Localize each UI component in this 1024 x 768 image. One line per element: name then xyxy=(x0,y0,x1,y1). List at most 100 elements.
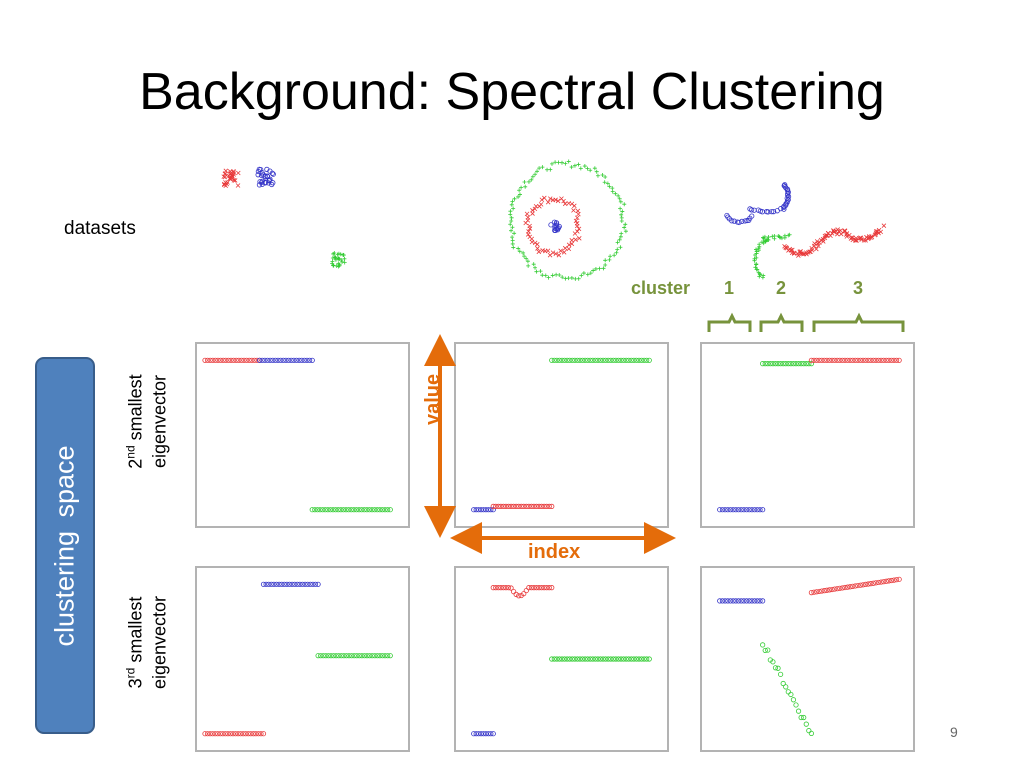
eigen-point-blue xyxy=(738,507,744,513)
ring-point-green xyxy=(523,184,528,189)
eigen-point-green xyxy=(554,357,560,363)
ring-point-red xyxy=(553,251,559,257)
eigen-point-green xyxy=(325,653,332,659)
eigen-point-blue xyxy=(292,581,298,587)
ring-point-green xyxy=(548,167,553,172)
ring-point-red xyxy=(574,215,580,221)
blob-point-green xyxy=(340,259,345,264)
eigen-point-red xyxy=(225,731,231,737)
eigen-point-green xyxy=(587,357,593,363)
eigen-point-blue xyxy=(733,598,739,604)
eigen-point-blue xyxy=(480,731,487,737)
ring-point-green xyxy=(517,192,522,197)
ring-point-green xyxy=(508,209,513,214)
eigen-point-green xyxy=(356,653,362,659)
eigen-point-blue xyxy=(760,507,766,513)
eigen-point-red xyxy=(215,357,221,363)
eigen-point-green xyxy=(600,357,606,363)
eigen-point-red xyxy=(852,357,858,363)
ring-point-green xyxy=(526,179,531,184)
eigen-point-blue xyxy=(735,598,742,604)
eigen-point-red xyxy=(538,585,545,591)
ring-point-green xyxy=(597,266,602,271)
eigen-point-green xyxy=(628,357,634,363)
eigen-point-blue xyxy=(279,581,285,587)
blob-point-blue xyxy=(258,172,265,178)
eigen-point-blue xyxy=(722,507,728,513)
ring-point-red xyxy=(536,249,542,255)
ring-point-green xyxy=(602,180,607,185)
eigen-point-red xyxy=(829,357,835,363)
ring-point-green xyxy=(618,245,623,250)
blob-point-red xyxy=(223,168,229,174)
eigen-point-red xyxy=(816,588,822,595)
eigen-point-green xyxy=(631,656,637,662)
eigen-point-green xyxy=(592,656,598,662)
eigen-point-red xyxy=(829,586,835,593)
eigen-point-red xyxy=(821,357,827,363)
eigen-point-red xyxy=(878,357,884,363)
eigen-point-blue xyxy=(260,581,267,587)
blob-point-green xyxy=(331,263,336,268)
eigen-point-blue xyxy=(270,357,276,363)
cluster-label: cluster xyxy=(631,278,691,298)
eigen-point-green xyxy=(770,361,776,367)
ring-point-red xyxy=(576,235,582,241)
eigen-point-blue xyxy=(267,357,273,363)
ring-point-green xyxy=(620,209,625,214)
ring-point-green xyxy=(576,276,581,281)
ring-point-blue xyxy=(553,220,560,226)
eigen-point-blue xyxy=(741,507,747,513)
datasets-label: datasets xyxy=(64,218,136,239)
eigen-point-green xyxy=(626,357,632,363)
eigen-point-red xyxy=(493,503,499,509)
ring-point-red xyxy=(547,196,553,201)
eigen-point-green xyxy=(328,653,334,659)
eigen-point-red xyxy=(495,585,501,591)
eigen-point-red xyxy=(241,357,247,363)
eigen-point-blue xyxy=(476,731,482,737)
eigen-point-blue xyxy=(754,507,760,513)
ring-point-green xyxy=(517,188,522,193)
eigen-point-red xyxy=(891,357,897,363)
eigen-point-blue xyxy=(480,507,487,513)
eigen-point-blue xyxy=(478,731,484,737)
eigen-point-green xyxy=(620,656,627,662)
ring-point-green xyxy=(569,165,574,170)
panel-blobs-3rd xyxy=(195,566,410,752)
eigen-point-red xyxy=(523,503,529,509)
eigen-point-blue xyxy=(284,581,290,587)
blob-point-red xyxy=(227,169,233,174)
curve-point-green xyxy=(757,274,762,279)
eigen-point-blue xyxy=(743,598,750,604)
curve-point-red xyxy=(838,231,844,237)
eigen-point-green xyxy=(790,361,797,367)
ring-point-green xyxy=(530,174,535,179)
ring-point-green xyxy=(559,160,564,165)
eigen-point-green xyxy=(567,357,573,363)
eigen-point-green xyxy=(772,361,779,367)
eigen-point-red xyxy=(218,357,224,363)
eigen-point-blue xyxy=(752,507,758,513)
eigen-point-red xyxy=(526,503,532,509)
ring-point-green xyxy=(522,254,527,259)
eigen-point-red xyxy=(225,357,231,363)
curve-point-red xyxy=(816,243,821,249)
ring-point-red xyxy=(556,252,562,258)
eigen-point-blue xyxy=(285,357,292,363)
eigen-point-green xyxy=(618,357,624,363)
eigen-point-blue xyxy=(264,357,271,363)
eigen-point-blue xyxy=(483,731,489,737)
ring-point-green xyxy=(592,166,597,171)
ring-point-green xyxy=(623,222,628,227)
eigen-point-green xyxy=(569,656,575,662)
eigen-point-green xyxy=(623,656,629,662)
ring-point-green xyxy=(533,172,538,177)
ring-point-green xyxy=(603,258,608,263)
eigen-point-green xyxy=(564,656,570,662)
eigen-point-blue xyxy=(473,507,479,513)
ring-point-red xyxy=(561,198,566,204)
eigen-point-red xyxy=(811,589,817,595)
ring-point-green xyxy=(578,166,583,171)
